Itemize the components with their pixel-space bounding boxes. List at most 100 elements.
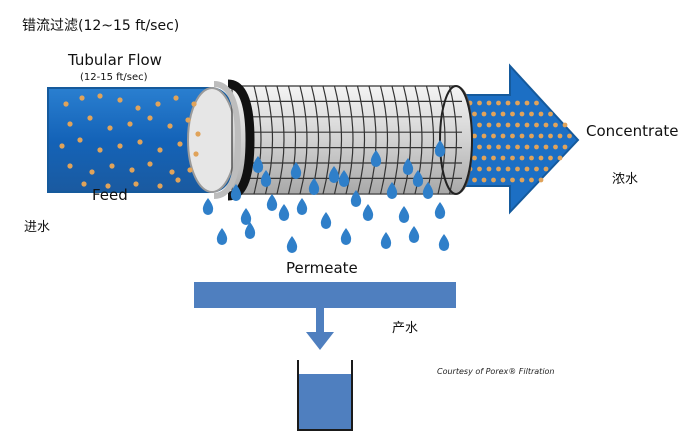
particle <box>557 155 563 161</box>
permeate-label: Permeate <box>286 259 358 277</box>
particle <box>519 111 525 117</box>
water-drop <box>328 166 340 183</box>
particle <box>87 115 93 121</box>
particle <box>548 133 553 139</box>
particle <box>472 177 477 183</box>
particle <box>524 166 530 172</box>
water-drop <box>278 204 290 221</box>
concentrate-label-cn: 浓水 <box>612 172 639 187</box>
mesh-line <box>276 85 285 195</box>
mesh-line <box>379 85 389 195</box>
water-drop <box>402 158 414 175</box>
water-drop <box>350 190 362 207</box>
mesh-line <box>368 85 377 195</box>
particle <box>193 151 199 157</box>
water-drop <box>290 162 302 179</box>
particle <box>477 100 482 106</box>
feed-pipe <box>47 87 238 193</box>
water-drop <box>296 198 308 215</box>
particle <box>167 123 173 129</box>
particle <box>89 169 95 175</box>
mesh-line <box>391 85 400 195</box>
tubular-flow-label: Tubular Flow <box>68 51 162 69</box>
collection-tank <box>297 360 353 431</box>
water-drop <box>434 140 446 157</box>
water-drop <box>370 150 382 167</box>
particle <box>510 133 515 139</box>
water-drop <box>398 206 410 223</box>
water-drop <box>202 198 214 215</box>
particle <box>515 144 520 150</box>
water-drop <box>362 204 374 221</box>
particle <box>117 97 123 103</box>
particle <box>77 137 83 143</box>
mesh-line <box>425 85 435 195</box>
tubular-flow-rate-label: (12-15 ft/sec) <box>80 72 148 83</box>
particle <box>157 147 163 153</box>
particle <box>477 144 482 150</box>
water-drop <box>230 184 242 201</box>
water-drop <box>252 156 264 173</box>
feed-label: Feed <box>92 186 128 204</box>
water-drop <box>386 182 398 199</box>
courtesy-credit: Courtesy of Porex® Filtration <box>437 367 555 376</box>
mesh-line <box>333 85 343 195</box>
particle <box>524 100 530 106</box>
water-drop <box>260 170 272 187</box>
water-drop <box>320 212 332 229</box>
particle <box>169 169 175 175</box>
concentrate-particles <box>467 100 572 183</box>
mesh-line <box>299 85 308 195</box>
particle <box>500 155 506 161</box>
particle <box>543 144 549 150</box>
mesh-line <box>437 85 446 195</box>
particle <box>519 155 525 161</box>
particle <box>155 101 161 107</box>
particle <box>109 163 115 169</box>
particle <box>538 133 544 139</box>
particle <box>97 147 103 153</box>
water-drop <box>240 208 252 225</box>
particle <box>477 122 482 128</box>
water-drop <box>308 178 320 195</box>
particle <box>510 155 515 161</box>
particle <box>505 100 511 106</box>
water-drop <box>412 170 424 187</box>
particle <box>105 183 111 189</box>
particle <box>538 177 544 183</box>
particle <box>491 155 496 161</box>
particle <box>538 111 544 117</box>
particle <box>185 117 191 123</box>
particle <box>117 143 123 149</box>
particle <box>557 133 563 139</box>
particle <box>129 167 135 173</box>
particle <box>486 100 492 106</box>
particle <box>505 144 511 150</box>
particle <box>548 111 553 117</box>
particle <box>472 111 477 117</box>
particle <box>529 155 534 161</box>
particle <box>529 111 534 117</box>
particle <box>515 166 520 172</box>
particle <box>505 122 511 128</box>
particle <box>79 95 85 101</box>
particle <box>173 95 179 101</box>
particle <box>500 177 506 183</box>
concentrate-label: Concentrate <box>586 122 679 140</box>
water-drop <box>438 234 450 251</box>
mesh-line <box>287 85 297 195</box>
particle <box>515 100 520 106</box>
particle <box>137 139 143 145</box>
particle <box>529 177 534 183</box>
particle <box>505 166 511 172</box>
particle <box>538 155 544 161</box>
diagram-title: 错流过滤(12~15 ft/sec) <box>22 18 180 34</box>
water-drop <box>216 228 228 245</box>
permeate-label-cn: 产水 <box>392 321 419 336</box>
particle <box>67 121 73 127</box>
particle <box>147 161 153 167</box>
water-drop <box>380 232 392 249</box>
water-drop <box>422 182 434 199</box>
water-drop <box>408 226 420 243</box>
particle <box>133 181 139 187</box>
